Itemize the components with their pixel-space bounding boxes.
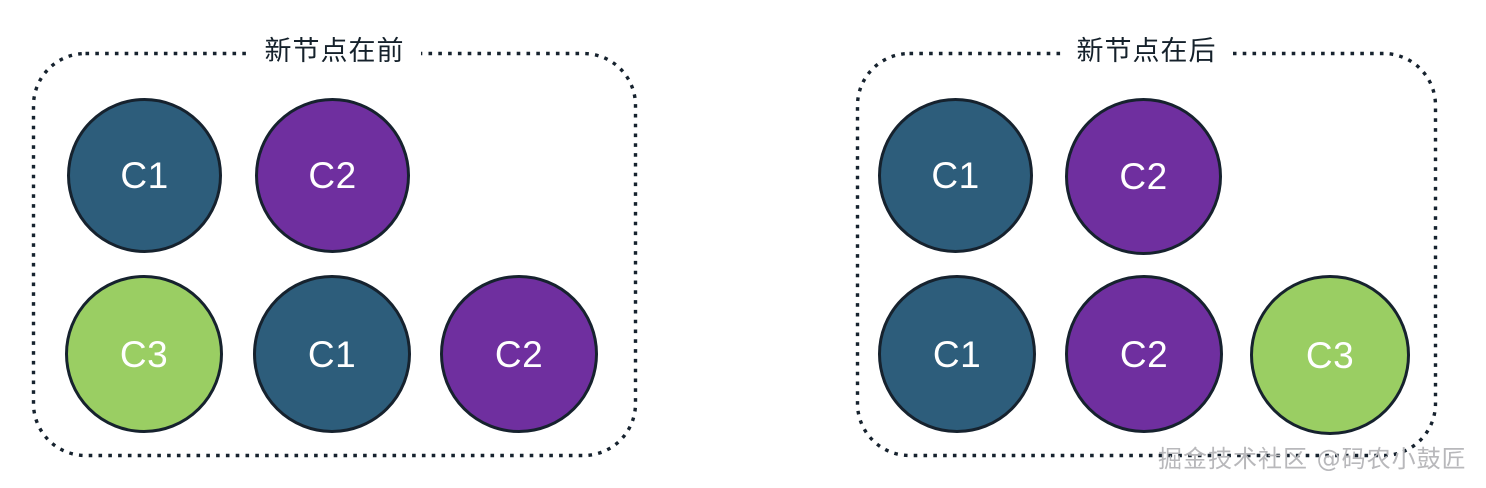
node-circle-c1[interactable]: C1	[878, 275, 1036, 433]
node-label: C3	[119, 333, 169, 375]
node-circle-c2[interactable]: C2	[1065, 98, 1222, 255]
watermark: 掘金技术社区 @码农小鼓匠	[1158, 445, 1467, 473]
panel-new-node-last: 新节点在后	[855, 37, 1438, 458]
node-label: C2	[1119, 333, 1169, 375]
node-circle-c2[interactable]: C2	[255, 98, 410, 253]
panel-new-node-first: 新节点在前	[31, 37, 638, 458]
panel-dotted-border	[31, 51, 638, 458]
panel-title: 新节点在后	[1060, 37, 1233, 67]
node-circle-c3[interactable]: C3	[65, 275, 223, 433]
panel-title: 新节点在前	[248, 37, 421, 67]
node-label: C2	[494, 333, 544, 375]
node-label: C1	[931, 155, 980, 196]
node-circle-c2[interactable]: C2	[440, 275, 598, 433]
node-circle-c2[interactable]: C2	[1065, 275, 1223, 433]
node-label: C1	[307, 333, 357, 375]
node-circle-c1[interactable]: C1	[878, 98, 1033, 253]
node-label: C2	[308, 155, 357, 196]
node-circle-c1[interactable]: C1	[67, 98, 222, 253]
node-circle-c1[interactable]: C1	[253, 275, 411, 433]
node-label: C1	[932, 333, 982, 375]
node-circle-c3[interactable]: C3	[1250, 275, 1410, 435]
node-label: C2	[1119, 156, 1168, 197]
node-label: C1	[120, 155, 169, 196]
node-label: C3	[1305, 334, 1355, 376]
